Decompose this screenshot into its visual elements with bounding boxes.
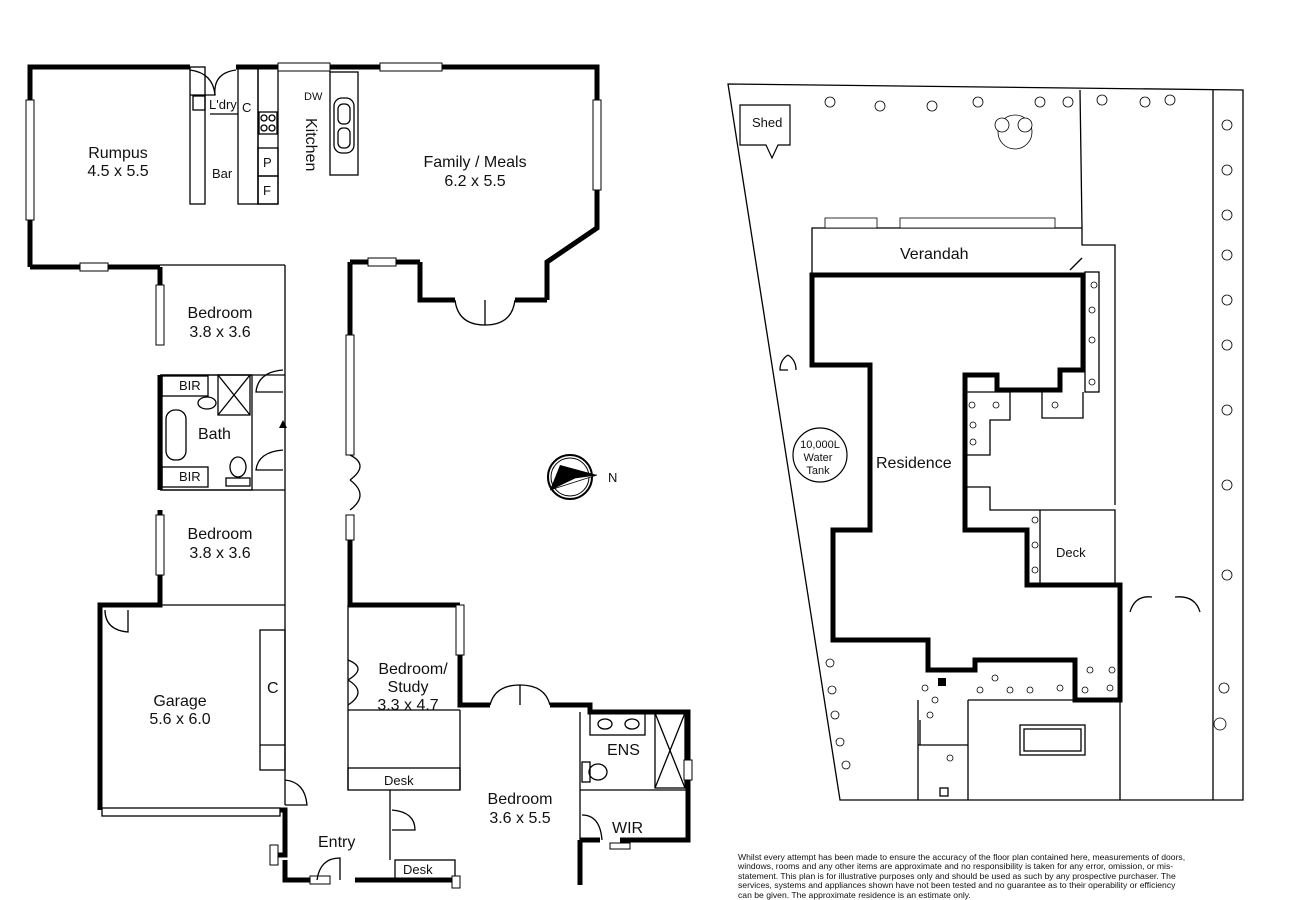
room-family-dims: 6.2 x 5.5 xyxy=(444,173,505,190)
room-bedroom-2-name: Bedroom xyxy=(188,526,253,543)
pantry-label: P xyxy=(263,155,272,170)
room-bedroom-1-dims: 3.8 x 3.6 xyxy=(189,324,250,341)
kitchen-label: Kitchen xyxy=(302,118,319,171)
entry-desk-label: Desk xyxy=(403,862,433,877)
bath-label: Bath xyxy=(198,426,231,443)
laundry-label: L'dry xyxy=(209,97,237,112)
deck-label: Deck xyxy=(1056,545,1086,560)
room-garage-dims: 5.6 x 6.0 xyxy=(149,711,210,728)
tank-label-line3: Tank xyxy=(806,465,830,477)
room-rumpus-dims: 4.5 x 5.5 xyxy=(87,163,148,180)
compass-icon: N xyxy=(547,454,617,500)
bir-label-1: BIR xyxy=(179,378,201,393)
room-garage-name: Garage xyxy=(153,693,206,710)
room-bedroom-2-dims: 3.8 x 3.6 xyxy=(189,545,250,562)
tank-label-line2: Water xyxy=(804,452,833,464)
residence-label: Residence xyxy=(876,455,952,472)
room-master-name: Bedroom xyxy=(488,791,553,808)
room-study-name-2: Study xyxy=(388,679,429,696)
site-plan-plants xyxy=(824,94,1233,770)
room-rumpus-name: Rumpus xyxy=(88,145,148,162)
floor-plan-doors xyxy=(104,69,603,881)
verandah-label: Verandah xyxy=(900,246,969,263)
dishwasher-label: DW xyxy=(304,91,323,103)
room-bedroom-1-name: Bedroom xyxy=(188,305,253,322)
entry-label: Entry xyxy=(318,834,355,851)
fridge-label: F xyxy=(263,183,271,198)
study-desk-label: Desk xyxy=(384,773,414,788)
garage-cupboard-label: C xyxy=(267,680,279,697)
bar-label: Bar xyxy=(212,166,233,181)
shed-label: Shed xyxy=(752,115,782,130)
floor-plan-interior xyxy=(101,66,688,881)
wir-label: WIR xyxy=(612,820,643,837)
disclaimer-text: Whilst every attempt has been made to en… xyxy=(738,852,1186,900)
tank-label-line1: 10,000L xyxy=(800,439,840,451)
compass-north-label: N xyxy=(608,470,617,485)
room-study-dims: 3.3 x 4.7 xyxy=(377,697,438,714)
cupboard-label: C xyxy=(242,100,251,115)
room-master-dims: 3.6 x 5.5 xyxy=(489,810,550,827)
room-family-name: Family / Meals xyxy=(423,154,526,171)
bir-label-2: BIR xyxy=(179,469,201,484)
room-study-name: Bedroom/ xyxy=(378,661,448,678)
site-plan-drawing xyxy=(727,83,1244,801)
ensuite-label: ENS xyxy=(607,742,640,759)
